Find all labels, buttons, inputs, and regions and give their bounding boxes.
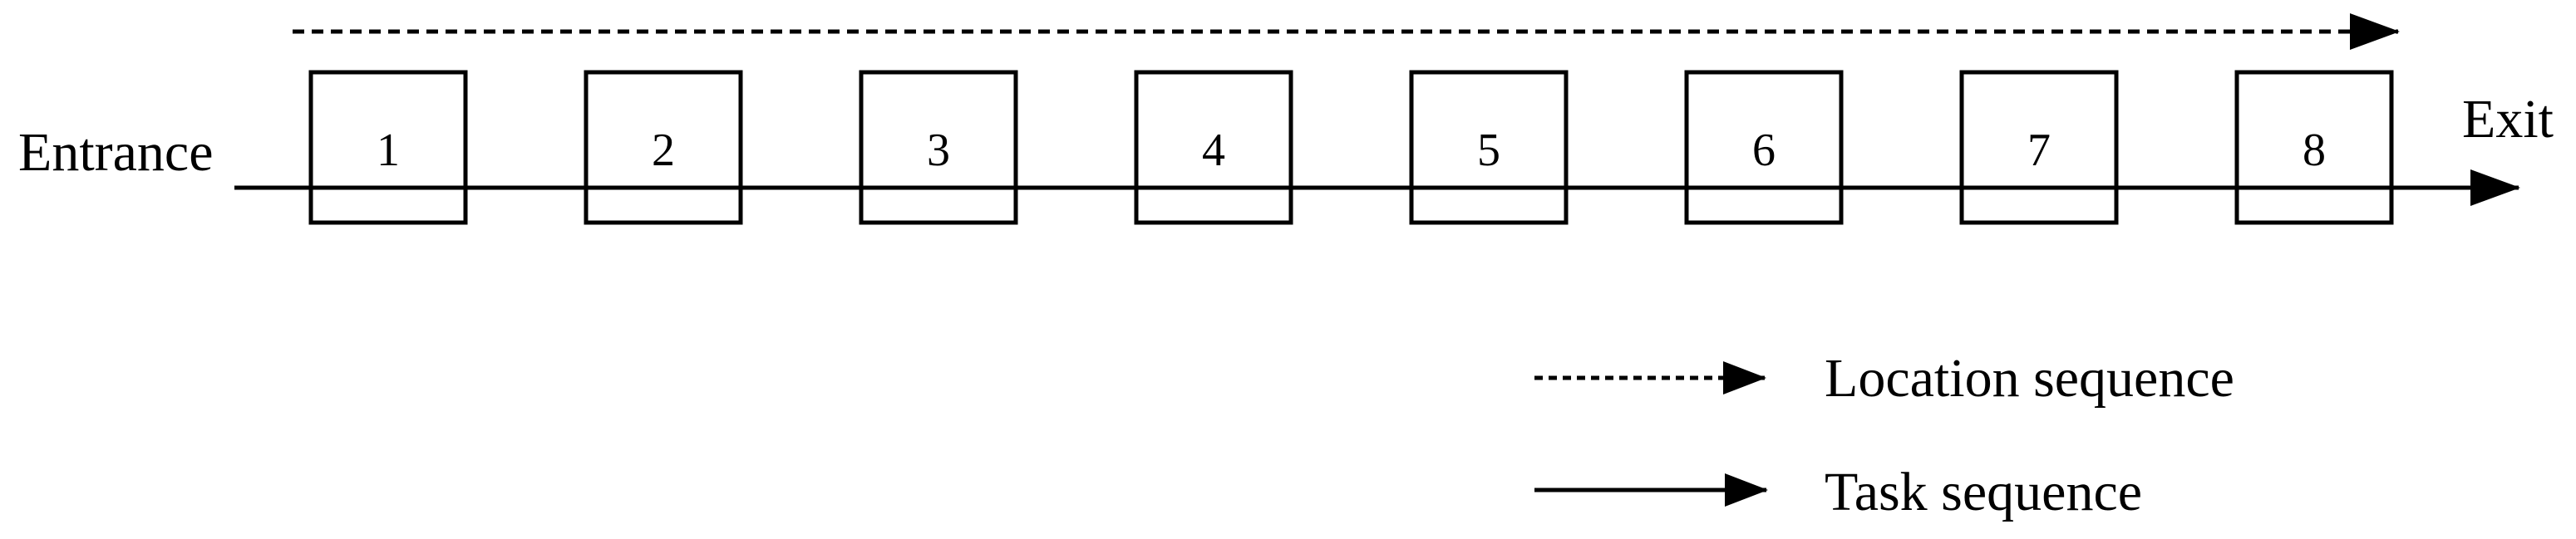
location-box-label: 5 [1477, 125, 1500, 176]
location-box-1 [308, 70, 468, 225]
location-box-8 [2234, 70, 2394, 225]
location-box-3 [859, 70, 1018, 225]
location-box-7 [1959, 70, 2119, 225]
location-box-label: 2 [652, 125, 675, 176]
exit-label: Exit [2462, 89, 2554, 149]
location-box-label: 4 [1202, 125, 1225, 176]
location-box-4 [1134, 70, 1293, 225]
location-box-6 [1684, 70, 1844, 225]
location-box-label: 8 [2303, 125, 2326, 176]
location-box-label: 7 [2027, 125, 2051, 176]
location-boxes: 1 2 3 4 5 6 7 8 [308, 70, 2394, 225]
location-box-5 [1409, 70, 1569, 225]
location-box-label: 3 [927, 125, 950, 176]
location-box-label: 6 [1752, 125, 1776, 176]
legend: Location sequence Task sequence [1534, 348, 2234, 522]
legend-task-sequence-label: Task sequence [1825, 462, 2142, 522]
entrance-label: Entrance [18, 122, 214, 183]
location-box-2 [584, 70, 743, 225]
location-box-label: 1 [377, 125, 400, 176]
legend-location-sequence-label: Location sequence [1825, 348, 2234, 409]
